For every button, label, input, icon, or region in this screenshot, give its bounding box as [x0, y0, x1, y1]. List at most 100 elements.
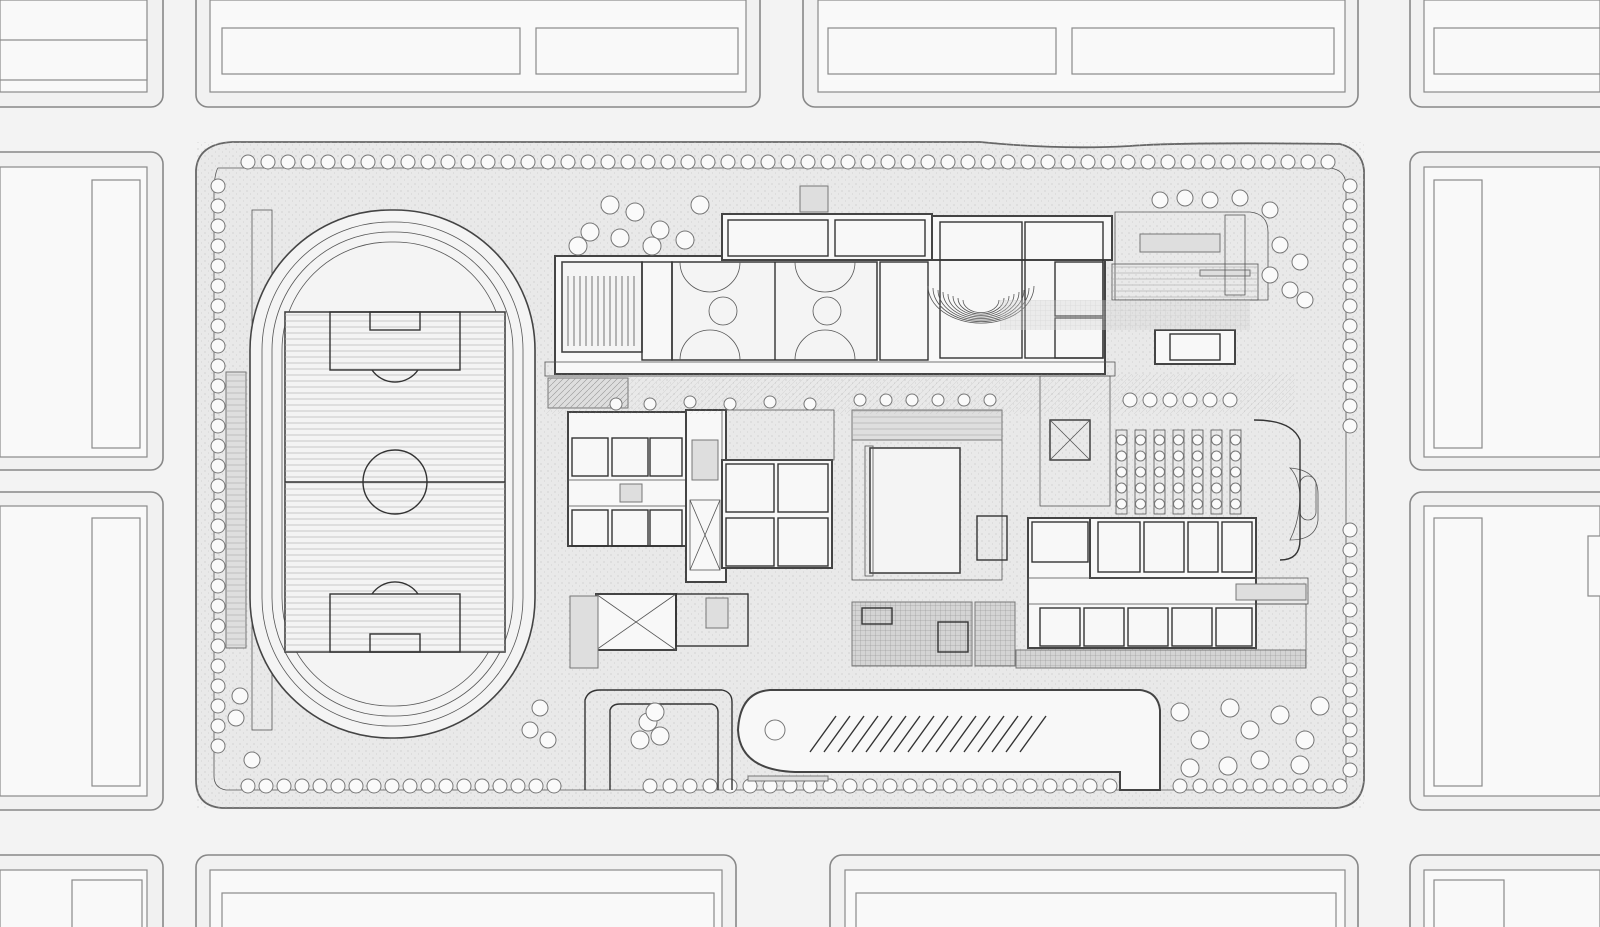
tree-canopy-icon: [210, 418, 226, 434]
tree-canopy-icon: [1190, 730, 1210, 750]
tree-canopy-icon: [360, 154, 376, 170]
classroom-block-west: [567, 411, 687, 547]
tree-canopy-icon: [366, 778, 382, 794]
central-blocks: [567, 375, 1111, 651]
tree-canopy-icon: [1020, 154, 1036, 170]
tree-canopy-icon: [1116, 450, 1127, 462]
tree-canopy-icon: [348, 778, 364, 794]
tree-canopy-icon: [1342, 762, 1358, 778]
tree-canopy-icon: [438, 778, 454, 794]
tree-canopy-icon: [922, 778, 938, 794]
tree-canopy-icon: [803, 397, 817, 411]
tree-canopy-icon: [210, 698, 226, 714]
tree-canopy-icon: [642, 236, 662, 256]
tree-canopy-icon: [1180, 154, 1196, 170]
tree-canopy-icon: [1342, 602, 1358, 618]
tree-canopy-icon: [853, 393, 867, 407]
tree-canopy-icon: [210, 218, 226, 234]
tree-canopy-icon: [1173, 482, 1184, 494]
tree-canopy-icon: [1192, 466, 1203, 478]
tree-canopy-icon: [980, 154, 996, 170]
tree-canopy-icon: [1295, 730, 1315, 750]
tree-canopy-icon: [763, 395, 777, 409]
tree-canopy-icon: [1002, 778, 1018, 794]
tree-canopy-icon: [1192, 778, 1208, 794]
tree-canopy-icon: [1192, 450, 1203, 462]
tree-canopy-icon: [474, 778, 490, 794]
tree-canopy-icon: [1232, 778, 1248, 794]
tree-canopy-icon: [568, 236, 588, 256]
tree-border: [210, 154, 1358, 794]
tree-canopy-icon: [1122, 392, 1138, 408]
tree-canopy-icon: [456, 778, 472, 794]
tree-canopy-icon: [1182, 392, 1198, 408]
tree-canopy-icon: [820, 154, 836, 170]
classroom-block-east: [721, 459, 833, 569]
tree-canopy-icon: [1192, 498, 1203, 510]
tree-canopy-icon: [300, 154, 316, 170]
tree-canopy-icon: [1230, 482, 1241, 494]
tree-canopy-icon: [210, 578, 226, 594]
tree-canopy-icon: [380, 154, 396, 170]
tree-canopy-icon: [1116, 466, 1127, 478]
tree-canopy-icon: [1296, 291, 1314, 309]
tree-canopy-icon: [1222, 392, 1238, 408]
tree-canopy-icon: [210, 338, 226, 354]
tree-canopy-icon: [1220, 698, 1240, 718]
tree-canopy-icon: [880, 154, 896, 170]
tree-canopy-icon: [1342, 542, 1358, 558]
tree-canopy-icon: [780, 154, 796, 170]
tree-canopy-icon: [1116, 482, 1127, 494]
tree-canopy-icon: [1320, 154, 1336, 170]
tree-canopy-icon: [227, 709, 245, 727]
tree-canopy-icon: [1332, 778, 1348, 794]
tree-canopy-icon: [860, 154, 876, 170]
tree-canopy-icon: [1342, 562, 1358, 578]
tree-canopy-icon: [1342, 622, 1358, 638]
tree-canopy-icon: [1270, 705, 1290, 725]
lawn-rows: [853, 392, 1242, 515]
tree-canopy-icon: [1231, 189, 1249, 207]
tree-canopy-icon: [683, 395, 697, 409]
tree-canopy-icon: [760, 154, 776, 170]
tree-canopy-icon: [1271, 236, 1289, 254]
tree-canopy-icon: [1173, 498, 1184, 510]
tree-canopy-icon: [630, 730, 650, 750]
tree-canopy-icon: [1135, 434, 1146, 446]
tree-canopy-icon: [210, 498, 226, 514]
tree-canopy-icon: [650, 220, 670, 240]
tree-canopy-icon: [1160, 154, 1176, 170]
tree-canopy-icon: [1116, 498, 1127, 510]
tree-canopy-icon: [1252, 778, 1268, 794]
tree-canopy-icon: [600, 154, 616, 170]
tree-canopy-icon: [210, 658, 226, 674]
tree-canopy-icon: [510, 778, 526, 794]
tree-canopy-icon: [1220, 154, 1236, 170]
tree-canopy-icon: [1212, 778, 1228, 794]
tree-canopy-icon: [882, 778, 898, 794]
tree-canopy-icon: [1342, 278, 1358, 294]
tree-canopy-icon: [210, 278, 226, 294]
tree-canopy-icon: [546, 778, 562, 794]
tree-canopy-icon: [1342, 742, 1358, 758]
tree-canopy-icon: [210, 438, 226, 454]
tree-canopy-icon: [1162, 392, 1178, 408]
tree-canopy-icon: [210, 518, 226, 534]
tree-canopy-icon: [1022, 778, 1038, 794]
tree-canopy-icon: [320, 154, 336, 170]
tree-canopy-icon: [722, 778, 738, 794]
tree-canopy-icon: [1272, 778, 1288, 794]
tree-canopy-icon: [642, 778, 658, 794]
tree-canopy-icon: [902, 778, 918, 794]
tree-canopy-icon: [1342, 582, 1358, 598]
tree-canopy-icon: [1342, 338, 1358, 354]
sports-field: [225, 209, 536, 739]
tree-canopy-icon: [842, 778, 858, 794]
tree-canopy-icon: [1342, 238, 1358, 254]
tree-canopy-icon: [243, 751, 261, 769]
tree-canopy-icon: [1154, 450, 1165, 462]
tree-canopy-icon: [1201, 191, 1219, 209]
tree-canopy-icon: [1230, 434, 1241, 446]
tree-canopy-icon: [1250, 750, 1270, 770]
